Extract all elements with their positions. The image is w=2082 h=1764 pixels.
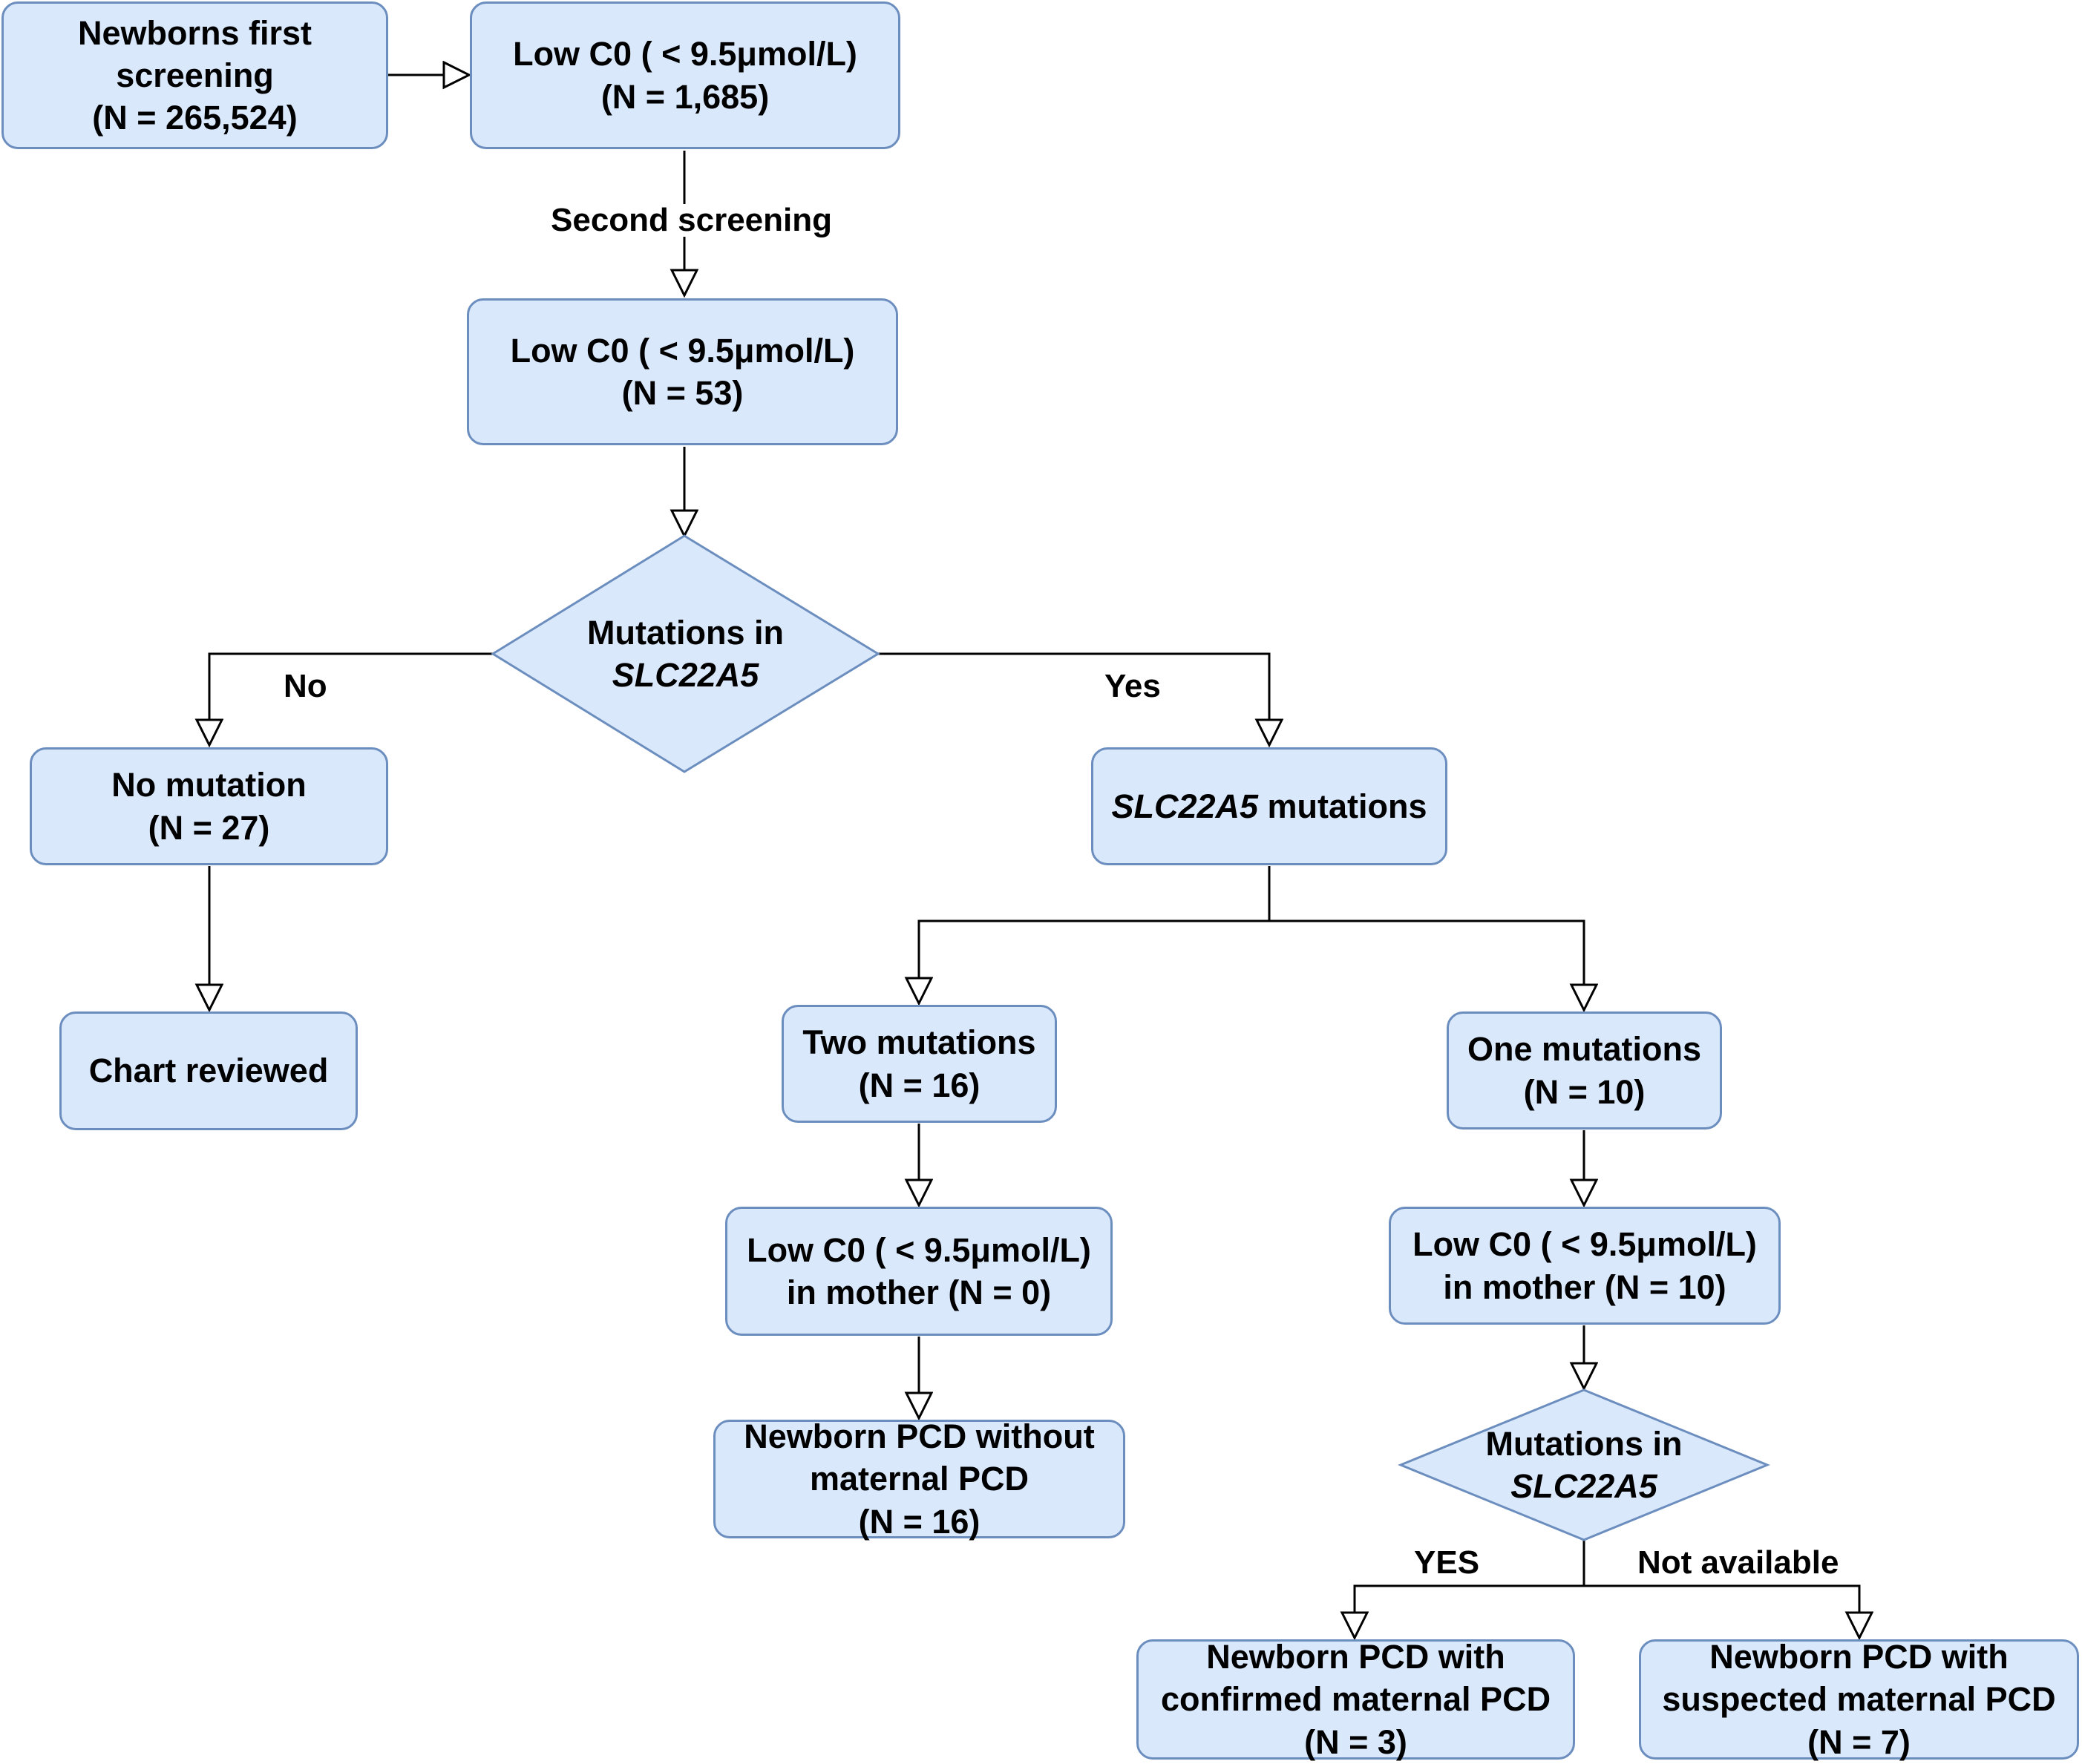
decision-line1: Mutations in [587,613,784,652]
one-mutation-count: (N = 10) [1523,1072,1646,1111]
two-mutations-line1: Two mutations [802,1023,1036,1062]
low-c0-first-count: (N = 1,685) [600,77,770,116]
suspected-line1: Newborn PCD with [1709,1638,2009,1676]
slc-mutations-suffix: mutations [1258,787,1427,825]
mother-one-line1: Low C0 ( < 9.5μmol/L) [1412,1225,1757,1264]
node-mother-low-c0-one: Low C0 ( < 9.5μmol/L) in mother (N = 10) [1389,1207,1781,1325]
node-newborn-pcd-without-maternal: Newborn PCD without maternal PCD (N = 16… [713,1417,1125,1541]
node-low-c0-second: Low C0 ( < 9.5μmol/L) (N = 53) [467,298,898,445]
mother-two-line2: in mother (N = 0) [786,1273,1052,1311]
without-maternal-count: (N = 16) [858,1502,981,1541]
first-screening-line2: screening [116,56,274,94]
low-c0-first-line1: Low C0 ( < 9.5μmol/L) [513,35,857,73]
confirmed-line1: Newborn PCD with [1206,1638,1505,1676]
decision-label-slc22a5: Mutations in SLC22A5 [493,536,878,772]
chart-reviewed-label: Chart reviewed [88,1052,329,1090]
without-maternal-line1: Newborn PCD without [744,1417,1095,1456]
maternal-decision-line1: Mutations in [1485,1424,1683,1463]
decision-gene: SLC22A5 [612,656,759,694]
no-mutation-line1: No mutation [111,766,307,804]
edge-label-second-screening: Second screening [551,202,833,238]
maternal-decision-gene: SLC22A5 [1510,1467,1657,1505]
first-screening-count: (N = 265,524) [92,99,298,137]
edge-label-no: No [284,668,327,704]
node-newborn-pcd-confirmed-maternal: Newborn PCD with confirmed maternal PCD … [1136,1638,1575,1761]
mother-two-line1: Low C0 ( < 9.5μmol/L) [747,1230,1091,1269]
suspected-count: (N = 7) [1807,1722,1911,1761]
confirmed-line2: confirmed maternal PCD [1160,1680,1551,1719]
confirmed-count: (N = 3) [1304,1722,1407,1761]
mother-one-line2: in mother (N = 10) [1443,1268,1726,1306]
maternal-decision-label-slc22a5: Mutations in SLC22A5 [1401,1390,1767,1540]
suspected-line2: suspected maternal PCD [1662,1680,2056,1719]
node-mother-low-c0-two: Low C0 ( < 9.5μmol/L) in mother (N = 0) [725,1207,1113,1336]
node-two-mutations: Two mutations (N = 16) [782,1005,1057,1123]
slc-mutations-label: SLC22A5 mutations [1111,785,1427,827]
first-screening-line1: Newborns first [77,13,312,52]
edge-label-yes-upper: YES [1414,1544,1480,1581]
edge-test-to-confirmed [1355,1540,1585,1638]
edge-test-to-suspected [1584,1584,1859,1638]
node-slc22a5-mutations: SLC22A5 mutations [1091,747,1447,865]
edge-label-not-available: Not available [1637,1544,1839,1581]
node-newborn-pcd-suspected-maternal: Newborn PCD with suspected maternal PCD … [1639,1638,2079,1761]
edge-slc-to-two [919,866,1271,1003]
low-c0-second-line1: Low C0 ( < 9.5μmol/L) [510,331,855,370]
decision-diamond-slc22a5 [491,534,880,773]
node-low-c0-first: Low C0 ( < 9.5μmol/L) (N = 1,685) [470,1,900,149]
node-no-mutation: No mutation (N = 27) [30,747,388,865]
two-mutations-count: (N = 16) [858,1066,981,1104]
edge-label-yes: Yes [1104,668,1161,704]
edge-slc-to-one [1269,919,1584,1010]
no-mutation-count: (N = 27) [148,808,270,847]
node-newborns-first-screening: Newborns first screening (N = 265,524) [1,1,388,149]
slc-mutations-gene: SLC22A5 [1111,787,1259,825]
decision-diamond-maternal-slc22a5 [1398,1388,1770,1541]
edge-decision-yes [878,652,1269,745]
low-c0-second-count: (N = 53) [621,374,744,412]
without-maternal-line2: maternal PCD [809,1460,1029,1498]
node-one-mutation: One mutations (N = 10) [1447,1011,1722,1129]
one-mutation-line1: One mutations [1467,1030,1702,1069]
node-chart-reviewed: Chart reviewed [59,1011,358,1130]
edge-decision-no [209,652,493,745]
